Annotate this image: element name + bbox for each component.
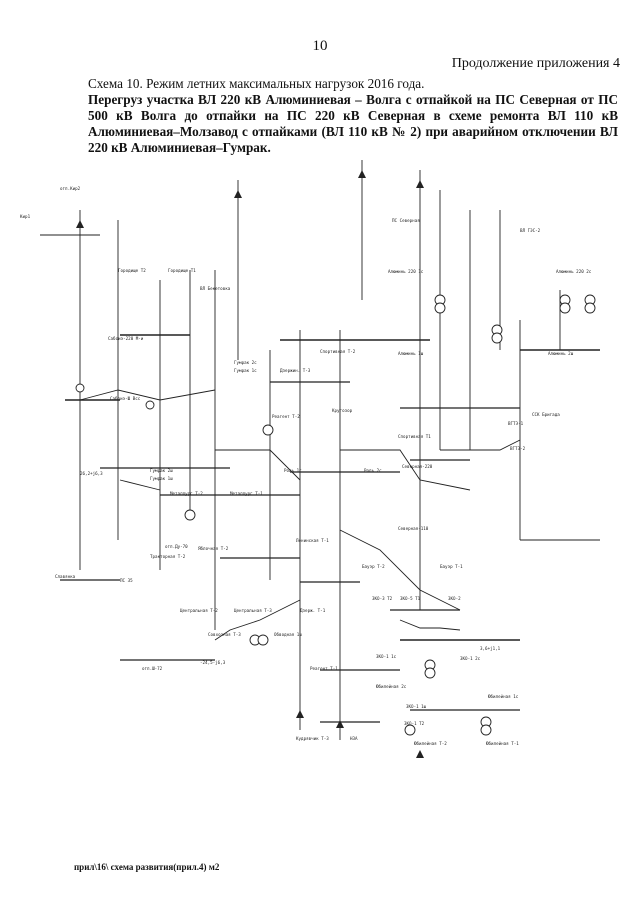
diagram-label: Городище Т2 <box>118 268 146 273</box>
diagram-label: Реагент Т-2 <box>272 414 300 419</box>
diagram-label: Сабоиэ-Ш Всс <box>110 396 141 401</box>
diagram-label: отп.Ш-72 <box>142 666 163 671</box>
scheme-title: Схема 10. Режим летних максимальных нагр… <box>88 76 425 91</box>
diagram-label: ЗКО-1 1с <box>376 654 397 659</box>
diagram-label: Тракторная Т-2 <box>150 554 186 559</box>
diagram-label: Кир1 <box>20 214 31 219</box>
diagram-label: Юбилейная 1с <box>488 694 519 699</box>
diagram-label: ВГТЭ-2 <box>510 446 526 451</box>
transformer-symbols <box>75 294 596 736</box>
diagram-label: Спортивная Т1 <box>398 434 431 439</box>
diagram-label: ЗКО-1 1ш <box>406 704 427 709</box>
flow-markers <box>76 170 424 758</box>
diagram-label: Бауэр Т-1 <box>440 564 463 569</box>
diagram-label: Бауэр Т-2 <box>362 564 385 569</box>
diagram-label: Кудрявчик Т-3 <box>296 736 329 741</box>
diagram-label: Гумрак 1ш <box>150 476 173 481</box>
diagram-label: Металлург Т-2 <box>170 491 203 496</box>
diagram-label: Гумрак 2с <box>234 360 257 365</box>
diagram-label: ПС Северная <box>392 218 420 223</box>
diagram-label: Юбилейная Т-1 <box>486 741 519 746</box>
diagram-label: Алюминь 220 2с <box>556 269 592 274</box>
diagram-label: ПС 35 <box>120 578 133 583</box>
diagram-label: Реагент Т-1 <box>310 666 338 671</box>
diagram-label: НЗА <box>350 736 358 741</box>
diagram-label: ЗКО-5 Т1 <box>400 596 421 601</box>
diagram-label: Спортивная Т-2 <box>320 349 356 354</box>
diagram-label: Дзержин. Т-3 <box>280 368 311 373</box>
grid-lines <box>40 160 600 740</box>
diagram-label: Ленинская Т-1 <box>296 538 329 543</box>
diagram-label: Металлург Т-1 <box>230 491 263 496</box>
scheme-description: Перегруз участка ВЛ 220 кВ Алюминиевая –… <box>88 92 618 155</box>
diagram-label: Юбилейная Т-2 <box>414 741 447 746</box>
diagram-label: Городище Т1 <box>168 268 196 273</box>
diagram-label: Юбилейная 2с <box>376 684 407 689</box>
diagram-label: ЗКО-3 Т2 <box>372 596 393 601</box>
diagram-label: Северная-220 <box>402 464 433 469</box>
diagram-label: Кругозор <box>332 408 353 413</box>
appendix-continuation: Продолжение приложения 4 <box>451 56 620 71</box>
diagram-label: ЗКО-1 Т2 <box>404 721 425 726</box>
diagram-label: Славянка <box>55 574 76 579</box>
diagram-label: Алюминь 220 1с <box>388 269 424 274</box>
diagram-label: -24,5-j6,3 <box>200 660 226 665</box>
diagram-label: Гумрак 1с <box>234 368 257 373</box>
diagram-label: отп.Ду-70 <box>165 544 188 549</box>
diagram-label: 3,6+j1,1 <box>480 646 501 651</box>
diagram-label: Роль 1с <box>284 468 302 473</box>
diagram-label: 26,2+j6,3 <box>80 471 103 476</box>
diagram-label: ВГТЭ-1 <box>508 421 524 426</box>
diagram-label: Алюминь 1ш <box>398 351 424 356</box>
diagram-label: Сабоиэ-220 М-и <box>108 336 144 341</box>
diagram-label: Совхозная Т-3 <box>208 632 241 637</box>
diagram-label: Центральная Т-3 <box>234 608 272 613</box>
diagram-label: ССК Бригада <box>532 412 560 417</box>
diagram-label: ЗКО-2 <box>448 596 461 601</box>
diagram-label: отп.Кир2 <box>60 186 81 191</box>
diagram-label: Алюминь 2ш <box>548 351 574 356</box>
footer-path: прил\16\ схема развития(прил.4) м2 <box>74 862 220 872</box>
diagram-label: Роль 2с <box>364 468 382 473</box>
diagram-label: ВЛ ГЭС-2 <box>520 228 541 233</box>
diagram-label: Центральная Т-2 <box>180 608 218 613</box>
page-number: 10 <box>312 38 328 54</box>
diagram-label: ВЛ Бекетовка <box>200 286 231 291</box>
diagram-label: Гумрак 2ш <box>150 468 173 473</box>
diagram-label: Обводная 1ш <box>274 632 302 637</box>
diagram-label: ЗКО-1 2с <box>460 656 481 661</box>
diagram-label: Северная-110 <box>398 526 429 531</box>
scheme-caption: Схема 10. Режим летних максимальных нагр… <box>88 76 618 156</box>
diagram-label: Дзерж. Т-1 <box>300 608 326 613</box>
diagram-label: Яблочная Т-2 <box>198 546 229 551</box>
